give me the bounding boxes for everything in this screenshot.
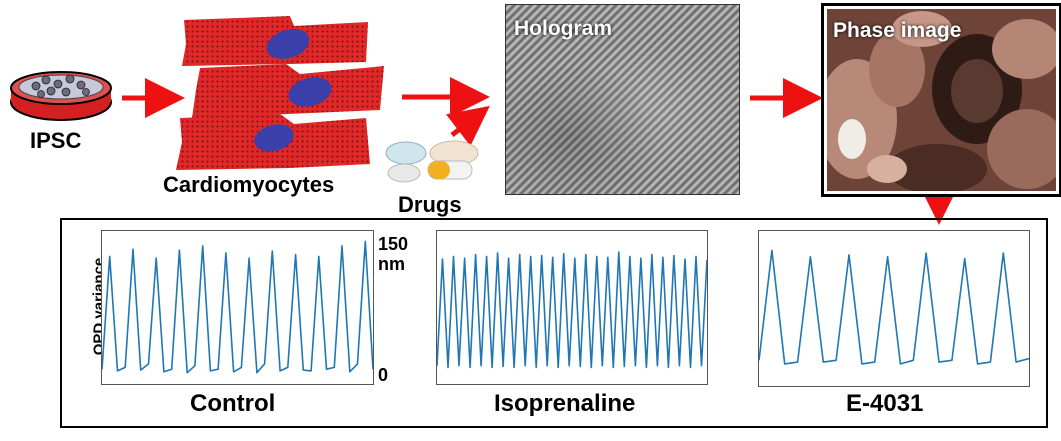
title-e4031: E-4031 bbox=[846, 390, 924, 417]
trace-e4031 bbox=[759, 249, 1029, 365]
pills-icon bbox=[385, 140, 479, 183]
phase-image: Phase image bbox=[827, 9, 1056, 191]
trace-line-2 bbox=[759, 249, 1029, 365]
plots-panel bbox=[60, 218, 1048, 428]
phase-image-frame: Phase image bbox=[821, 3, 1061, 197]
title-isoprenaline: Isoprenaline bbox=[494, 390, 636, 417]
petri-dish-icon bbox=[10, 71, 112, 121]
arrow-drugs-to-hologram bbox=[445, 105, 490, 147]
title-control: Control bbox=[190, 390, 276, 417]
hologram-title: Hologram bbox=[514, 17, 613, 40]
ytick-0: 0 bbox=[378, 365, 389, 385]
nucleus-top bbox=[266, 29, 310, 59]
ytick-150: 150 bbox=[378, 234, 409, 254]
trace-control bbox=[102, 240, 373, 374]
trace-line-0 bbox=[102, 240, 373, 374]
ytick-unit: nm bbox=[378, 254, 405, 274]
nucleus-bottom bbox=[254, 124, 294, 152]
ipsc-label: IPSC bbox=[30, 128, 82, 153]
drugs-label: Drugs bbox=[398, 192, 462, 217]
phase-texture bbox=[827, 9, 1056, 191]
nucleus-middle bbox=[288, 77, 332, 107]
cardiomyocytes-illustration bbox=[176, 16, 384, 170]
trace-line-1 bbox=[437, 251, 707, 369]
plot-control bbox=[101, 230, 374, 385]
cardiomyocytes-label: Cardiomyocytes bbox=[163, 172, 335, 197]
hologram-image: Hologram bbox=[505, 4, 740, 195]
trace-isoprenaline bbox=[437, 251, 707, 369]
plot-e4031 bbox=[758, 230, 1030, 387]
phase-image-title: Phase image bbox=[833, 19, 962, 42]
plot-isoprenaline bbox=[436, 230, 708, 385]
